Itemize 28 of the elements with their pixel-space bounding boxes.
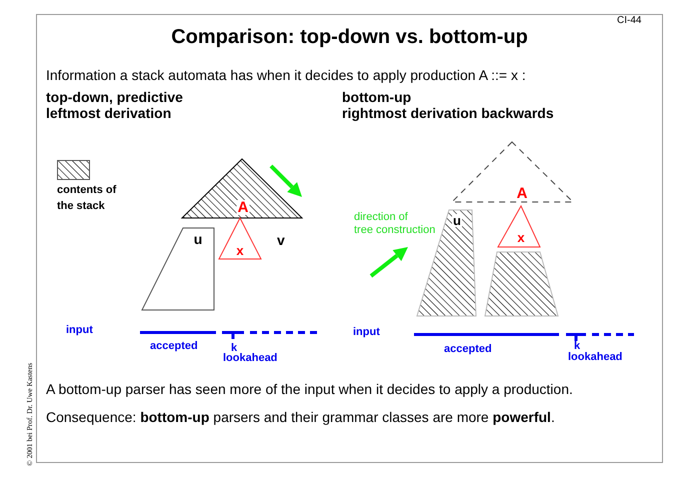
tree-trapezoid: [484, 251, 559, 317]
symbol-label: x: [236, 244, 244, 257]
annotation-text: direction of tree construction: [354, 211, 436, 238]
tree-triangle: [218, 218, 262, 260]
symbol-label: A: [516, 186, 528, 201]
symbol-label: u: [194, 232, 202, 246]
body-sentence: Consequence: bottom-up parsers and their grammar classes are more powerful.: [46, 409, 555, 426]
tree-triangle: [496, 206, 542, 248]
slide-title: Comparison: top-down vs. bottom-up: [170, 26, 529, 49]
body-sentence: A bottom-up parser has seen more of the input when it decides to apply a production.: [46, 381, 573, 398]
symbol-label: u: [452, 214, 462, 227]
section-heading: bottom-up rightmost derivation backwards: [342, 89, 554, 122]
tree-triangle: [451, 141, 574, 203]
intro-text: Information a stack automata has when it decides to apply production A ::= x :: [46, 67, 526, 84]
input-label: input: [66, 325, 93, 336]
legend-text: contents of the stack: [57, 183, 116, 214]
symbol-label: x: [517, 231, 525, 244]
section-heading: top-down, predictive leftmost derivation: [46, 89, 183, 122]
tree-triangle: [181, 158, 303, 219]
page-number: CI-44: [617, 15, 642, 27]
symbol-label: A: [236, 200, 250, 215]
input-label: k: [231, 343, 238, 354]
input-label: accepted: [444, 344, 492, 355]
symbol-label: v: [277, 233, 285, 247]
input-label: lookahead: [223, 353, 278, 364]
input-label: k: [574, 341, 580, 352]
tree-trapezoid: [141, 227, 216, 311]
input-label: lookahead: [568, 352, 622, 363]
